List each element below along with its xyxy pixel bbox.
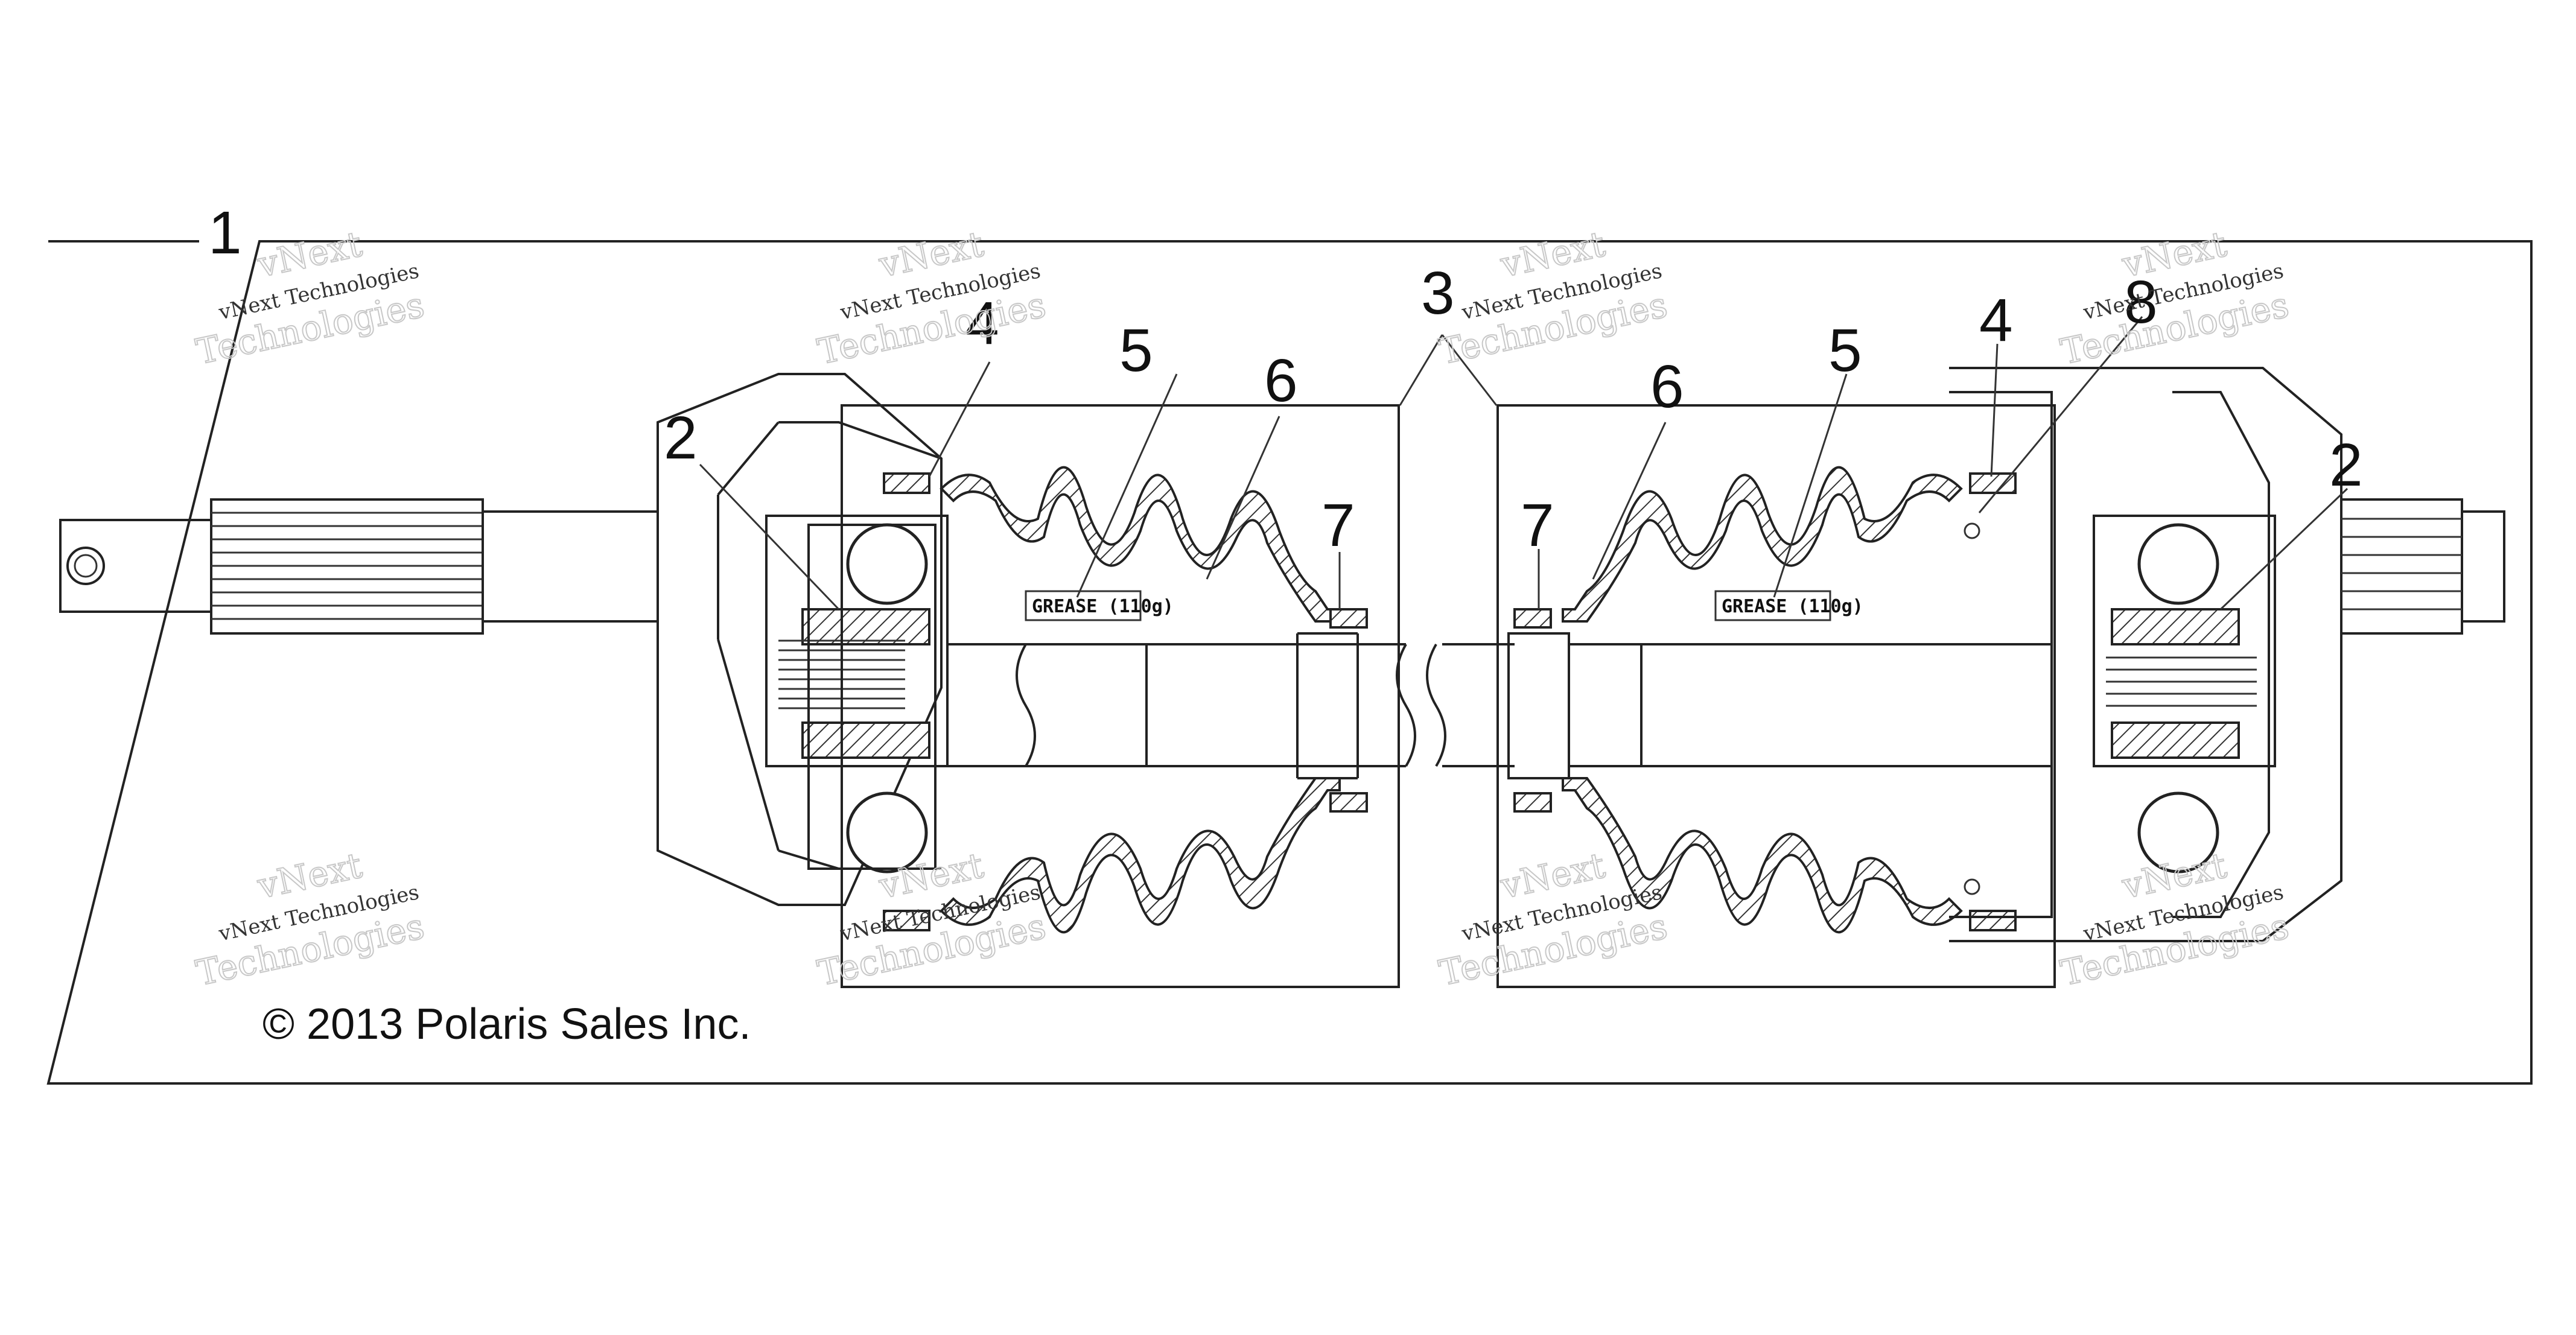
watermark-top-mid-left: vNext vNext Technologies Technologies [813,223,1050,373]
right-shaft-section [1507,632,2052,779]
right-stub-shaft [2340,498,2505,635]
callout-4-right: 4 [1979,287,2013,354]
right-outer-clamp-bottom [1969,910,2017,931]
callout-6-left: 6 [1264,347,1298,414]
callout-7-left: 7 [1321,492,1355,559]
left-boot-kit-box [841,404,1400,988]
callout-8: 8 [2124,268,2158,336]
copyright-notice: © 2013 Polaris Sales Inc. [262,1000,751,1048]
left-spline-teeth [211,512,483,620]
callout-5-left: 5 [1119,317,1153,384]
callout-2-right: 2 [2329,431,2363,499]
right-cv-inner-race [2093,515,2276,767]
callout-5-right: 5 [1828,317,1862,384]
center-shaft [947,632,1515,779]
left-inner-clamp-bottom [1329,792,1368,813]
grease-label-left-box [1025,590,1142,621]
callout-7-right: 7 [1521,492,1554,559]
left-stub-shaft [59,498,659,635]
left-outer-clamp-top [883,472,930,494]
right-boot [1562,466,1963,934]
watermark-top-mid-right: vNext vNext Technologies Technologies [1435,223,1671,373]
callout-2-left: 2 [664,404,698,472]
grease-label-left: GREASE (110g) [1032,596,1174,617]
watermark-top-right: vNext vNext Technologies Technologies [2056,223,2293,373]
watermark-bottom-left: vNext vNext Technologies Technologies [192,844,428,994]
left-cv-ball-top [846,523,928,605]
callout-6-right: 6 [1650,353,1684,420]
grease-label-right: GREASE (110g) [1722,596,1863,617]
right-cv-ball-top [2137,523,2219,605]
assembly-frame [46,240,2533,1085]
left-cv-cage [807,524,937,870]
callout-4-left: 4 [965,290,999,357]
right-cv-housing [1949,367,2342,942]
grease-label-right-box [1714,590,1831,621]
left-cv-ball-bottom [846,791,928,874]
right-inner-clamp-top [1513,608,1552,629]
callout-1: 1 [208,199,242,267]
leader-lines [699,316,2349,610]
left-inner-clamp-top [1329,608,1368,629]
callout-3: 3 [1421,259,1455,327]
right-outer-clamp-top [1969,472,2017,494]
right-inner-clamp-bottom [1513,792,1552,813]
left-outer-clamp-bottom [883,910,930,931]
right-cv-ball-bottom [2137,791,2219,874]
right-boot-kit-box [1496,404,2056,988]
watermark-bottom-right: vNext vNext Technologies Technologies [2056,844,2293,994]
left-boot [940,466,1341,934]
watermark-bottom-mid-left: vNext vNext Technologies Technologies [813,844,1050,994]
